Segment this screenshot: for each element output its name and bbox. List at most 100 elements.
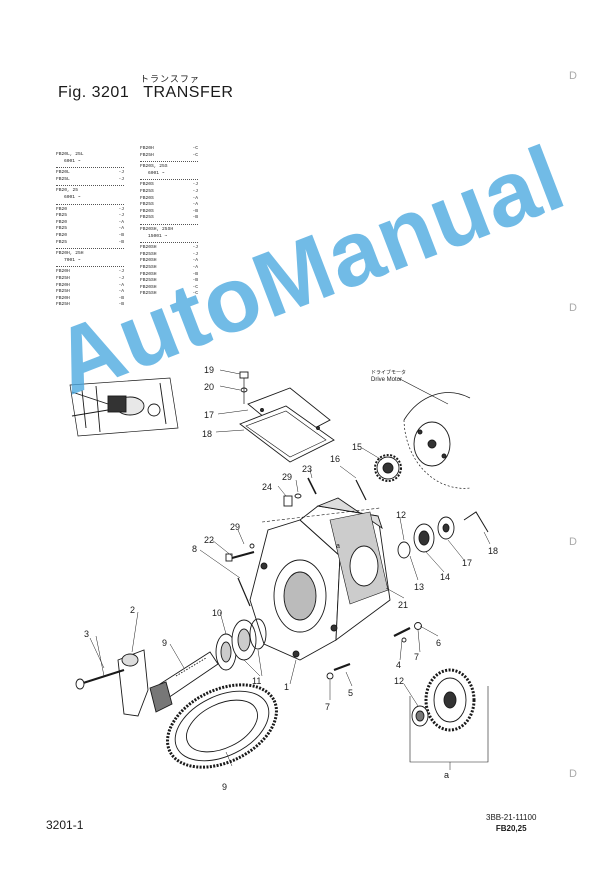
model-row: FB20S-B — [140, 209, 198, 216]
model-label: FB25L — [56, 176, 70, 182]
drawing-code: 3BB-21-11100 — [486, 813, 537, 822]
model-label: FB20L, 25L — [56, 152, 84, 157]
table-separator — [140, 179, 198, 181]
drive-motor-label-text: Drive Motor — [371, 377, 403, 383]
model-group-heading: FB20L, 25L — [56, 152, 124, 159]
model-code: -B — [118, 232, 124, 238]
model-code: -A — [118, 289, 124, 295]
model-row: FB20H -J — [56, 269, 124, 276]
model-code: -C — [192, 152, 198, 158]
callout-26: 22 — [204, 535, 214, 545]
drive-gear — [355, 454, 402, 501]
callout-13: 12 — [394, 676, 404, 686]
model-code: -B — [118, 239, 124, 245]
model-row: FB20 -J — [56, 207, 124, 214]
model-code: -J — [118, 176, 124, 182]
callout-7b: 7 — [414, 652, 419, 662]
serial-range: 6001 ~ — [56, 159, 124, 166]
model-label: FB25SH — [140, 264, 157, 270]
model-code: -A — [192, 195, 198, 201]
drive-motor-label: ドライブモータ Drive Motor — [371, 370, 406, 384]
model-code: -J — [118, 269, 124, 275]
model-label: FB20H — [56, 295, 70, 301]
callout-16: 14 — [440, 572, 450, 582]
model-label: FB20SH — [140, 245, 157, 251]
table-separator — [56, 248, 124, 250]
model-code: -A — [192, 202, 198, 208]
model-row: FB20S -A — [140, 196, 198, 203]
inset-detail-drawing — [69, 377, 179, 437]
margin-mark: D — [569, 302, 577, 314]
model-label: FB25 — [56, 239, 68, 245]
serial-range: 15001 ~ — [140, 234, 198, 241]
callout-7a: 7 — [325, 702, 330, 712]
model-code: -J — [118, 213, 124, 219]
model-code: -C — [192, 291, 198, 297]
callout-4: 4 — [396, 660, 401, 670]
figure-name: TRANSFER — [143, 84, 234, 101]
figure-title: Fig. 3201 TRANSFER — [58, 84, 233, 102]
model-label: FB25S — [140, 202, 154, 208]
model-row: FB25 -A — [56, 226, 124, 233]
table-separator — [140, 242, 198, 244]
model-code: -C — [192, 146, 198, 151]
model-label: FB20SH — [140, 258, 157, 264]
model-label: FB20H — [56, 282, 70, 288]
model-label: 6001 ~ — [64, 158, 81, 164]
model-row: FB25SH-C — [140, 291, 198, 298]
model-label: 7001 ~ — [64, 257, 81, 263]
callout-a-housing: a — [336, 543, 340, 550]
model-label: FB20, 25 — [56, 188, 79, 194]
model-label: FB20S — [140, 208, 154, 214]
model-code: -J — [118, 206, 124, 212]
model-label: 6001 ~ — [148, 170, 165, 176]
callout-25: 21 — [398, 600, 408, 610]
model-row: FB25SH-B — [140, 278, 198, 285]
model-code: -J — [118, 170, 124, 176]
model-label: FB25 — [56, 226, 68, 232]
model-group-heading: FB20SH, 25SH — [140, 227, 198, 234]
model-label: FB20SH, 25SH — [140, 226, 174, 232]
model-label: FB20S, 25S — [140, 164, 168, 170]
figure-number: Fig. 3201 — [58, 84, 130, 101]
leader-lines — [89, 369, 491, 770]
model-label: FB20H — [56, 269, 70, 275]
callout-9: 9 — [162, 638, 167, 648]
callout-14: 12 — [396, 510, 406, 520]
margin-mark: D — [569, 768, 577, 780]
small-fasteners — [249, 477, 422, 680]
model-code: -A — [192, 264, 198, 270]
model-label: FB20 — [56, 206, 68, 212]
model-code: -J — [192, 245, 198, 251]
callout-10: 9 — [222, 782, 227, 792]
pinion-shaft — [149, 651, 219, 713]
model-label: FB20SH — [140, 271, 157, 277]
model-label: FB20L — [56, 170, 70, 176]
model-label: FB20H — [140, 146, 154, 151]
callout-1: 1 — [284, 682, 289, 692]
callout-28: 24 — [262, 482, 272, 492]
callout-27: 23 — [302, 464, 312, 474]
exploded-parts-diagram: 19 20 17 18 15 16 23 29 24 29 22 8 2 3 9… — [69, 365, 498, 792]
model-label: 15001 ~ — [148, 233, 168, 239]
figure-name-kana: トランスファ — [140, 74, 200, 84]
callout-18: 18 — [488, 546, 498, 556]
model-row: FB20S-J — [140, 182, 198, 189]
callout-21: 17 — [204, 410, 214, 420]
model-code: -A — [118, 219, 124, 225]
callout-23: 19 — [204, 365, 214, 375]
model-label: FB20SH — [140, 284, 157, 290]
transfer-housing — [249, 497, 391, 661]
model-code: -A — [118, 226, 124, 232]
output-seals — [397, 511, 489, 559]
ring-gear — [166, 683, 278, 769]
model-row: FB20H-A — [56, 283, 124, 290]
callout-29a: 29 — [282, 472, 292, 482]
table-separator — [140, 223, 198, 225]
model-label: FB20S — [140, 195, 154, 201]
callout-22: 18 — [202, 429, 212, 439]
model-row: FB25S-B — [140, 215, 198, 222]
callout-3: 3 — [84, 629, 89, 639]
model-row: FB25 -B — [56, 240, 124, 247]
callout-2: 2 — [130, 605, 135, 615]
